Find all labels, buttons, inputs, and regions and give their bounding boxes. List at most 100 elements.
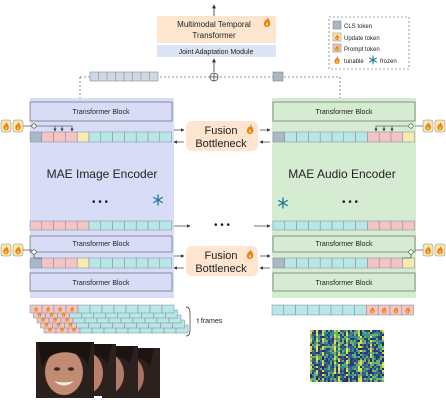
spectrogram-cell — [338, 356, 340, 358]
update-token — [76, 131, 90, 143]
spectrogram-cell — [342, 376, 344, 378]
spectrogram-cell — [320, 354, 322, 356]
spectrogram-cell — [362, 356, 364, 358]
spectrogram-cell — [312, 370, 314, 372]
spectrogram-cell — [338, 338, 340, 340]
spectrogram-cell — [324, 376, 326, 378]
fusion-arrows — [173, 128, 271, 270]
spectrogram-cell — [314, 376, 316, 378]
spectrogram-cell — [376, 380, 378, 382]
spectrogram-cell — [354, 374, 356, 376]
spectrogram-cell — [314, 370, 316, 372]
spectrogram-cell — [320, 344, 322, 346]
spectrogram-cell — [358, 360, 360, 362]
spectrogram-cell — [376, 332, 378, 334]
patch-token — [319, 220, 333, 231]
spectrogram-cell — [338, 360, 340, 362]
spectrogram-cell — [348, 346, 350, 348]
spectrogram-cell — [356, 374, 358, 376]
spectrogram-cell — [334, 364, 336, 366]
spectrogram-cell — [348, 332, 350, 334]
spectrogram-cell — [330, 372, 332, 374]
spectrogram-cell — [366, 370, 368, 372]
spectrogram-cell — [380, 366, 382, 368]
spectrogram-cell — [320, 376, 322, 378]
spectrogram-cell — [342, 356, 344, 358]
spectrogram-cell — [364, 348, 366, 350]
spectrogram-cell — [318, 330, 320, 332]
spectrogram-cell — [378, 346, 380, 348]
spectrogram-cell — [314, 358, 316, 360]
spectrogram-cell — [336, 362, 338, 364]
spectrogram-cell — [330, 374, 332, 376]
spectrogram-cell — [322, 338, 324, 340]
patch-token — [330, 304, 344, 316]
spectrogram-cell — [332, 376, 334, 378]
spectrogram-cell — [320, 356, 322, 358]
spectrogram-cell — [312, 358, 314, 360]
spectrogram-cell — [362, 334, 364, 336]
spectrogram-cell — [332, 358, 334, 360]
spectrogram-cell — [374, 360, 376, 362]
spectrogram-cell — [320, 364, 322, 366]
spectrogram-cell — [370, 346, 372, 348]
spectrogram-cell — [380, 342, 382, 344]
spectrogram-cell — [346, 358, 348, 360]
spectrogram-cell — [322, 356, 324, 358]
patch-token — [295, 304, 308, 316]
patch-token — [307, 304, 320, 316]
spectrogram-cell — [330, 380, 332, 382]
patch-token — [112, 131, 125, 143]
spectrogram-cell — [344, 330, 346, 332]
spectrogram-cell — [336, 352, 338, 354]
spectrogram-cell — [368, 376, 370, 378]
temporal-transformer-line2: Transformer — [192, 31, 236, 40]
spectrogram-cell — [354, 368, 356, 370]
spectrogram-cell — [378, 378, 380, 380]
spectrogram-cell — [322, 374, 324, 376]
spectrogram-cell — [318, 376, 320, 378]
spectrogram-cell — [322, 346, 324, 348]
spectrogram-cell — [360, 336, 362, 338]
spectrogram-cell — [346, 348, 348, 350]
spectrogram-cell — [330, 330, 332, 332]
spectrogram-cell — [332, 360, 334, 362]
spectrogram-cell — [348, 352, 350, 354]
spectrogram-cell — [368, 380, 370, 382]
spectrogram-cell — [362, 350, 364, 352]
spectrogram-cell — [344, 366, 346, 368]
spectrogram-cell — [370, 338, 372, 340]
prompt-token — [41, 131, 54, 143]
spectrogram-cell — [370, 364, 372, 366]
spectrogram-cell — [324, 346, 326, 348]
spectrogram-cell — [364, 342, 366, 344]
spectrogram-cell — [320, 336, 322, 338]
spectrogram-cell — [352, 352, 354, 354]
spectrogram-cell — [350, 356, 352, 358]
spectrogram-cell — [324, 336, 326, 338]
fusion-top-line2: Bottleneck — [195, 138, 247, 150]
spectrogram-cell — [340, 336, 342, 338]
spectrogram-cell — [344, 352, 346, 354]
spectrogram-cell — [312, 344, 314, 346]
spectrogram-cell — [314, 366, 316, 368]
spectrogram-cell — [326, 358, 328, 360]
spectrogram-cell — [364, 350, 366, 352]
spectrogram-cell — [364, 372, 366, 374]
spectrogram-cell — [350, 376, 352, 378]
spectrogram-cell — [356, 342, 358, 344]
spectrogram-cell — [380, 372, 382, 374]
spectrogram-cell — [380, 364, 382, 366]
cls-output-row — [79, 71, 341, 98]
spectrogram-cell — [318, 356, 320, 358]
spectrogram-cell — [326, 364, 328, 366]
spectrogram-cell — [340, 348, 342, 350]
spectrogram-cell — [368, 330, 370, 332]
spectrogram-cell — [318, 380, 320, 382]
spectrogram-cell — [312, 376, 314, 378]
spectrogram-cell — [376, 330, 378, 332]
spectrogram-cell — [382, 346, 384, 348]
spectrogram-cell — [324, 372, 326, 374]
spectrogram-cell — [344, 346, 346, 348]
spectrogram-cell — [350, 338, 352, 340]
